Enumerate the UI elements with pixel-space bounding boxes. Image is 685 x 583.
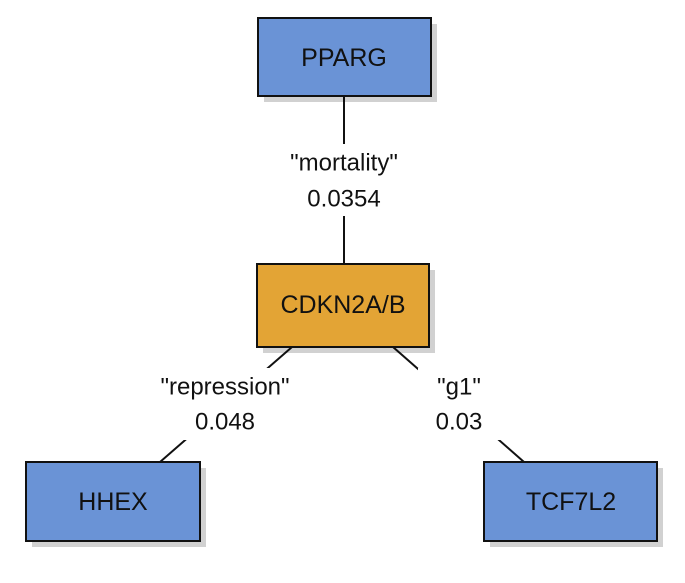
edge-score-mortality: 0.0354 (307, 186, 380, 213)
node-pparg-label: PPARG (301, 44, 387, 72)
edge-label-repression: "repression" 0.048 (143, 368, 307, 440)
edge-term-repression: "repression" (160, 374, 289, 401)
edge-label-mortality: "mortality" 0.0354 (270, 144, 418, 216)
node-hhex-label: HHEX (78, 488, 148, 516)
node-tcf7l2-box (483, 461, 658, 542)
node-pparg: PPARG (257, 17, 437, 102)
node-cdkn2ab: CDKN2A/B (256, 263, 435, 353)
node-tcf7l2: TCF7L2 (483, 461, 663, 547)
edge-score-g1: 0.03 (436, 409, 483, 436)
node-pparg-box (257, 17, 432, 97)
edge-score-repression: 0.048 (195, 409, 255, 436)
edge-term-g1: "g1" (437, 374, 481, 401)
node-tcf7l2-label: TCF7L2 (526, 488, 616, 516)
node-hhex-box (25, 461, 201, 542)
node-cdkn2ab-label: CDKN2A/B (280, 291, 405, 319)
node-hhex: HHEX (25, 461, 206, 547)
edge-label-g1: "g1" 0.03 (418, 368, 502, 440)
edge-term-mortality: "mortality" (290, 150, 398, 177)
node-cdkn2ab-box (256, 263, 430, 348)
